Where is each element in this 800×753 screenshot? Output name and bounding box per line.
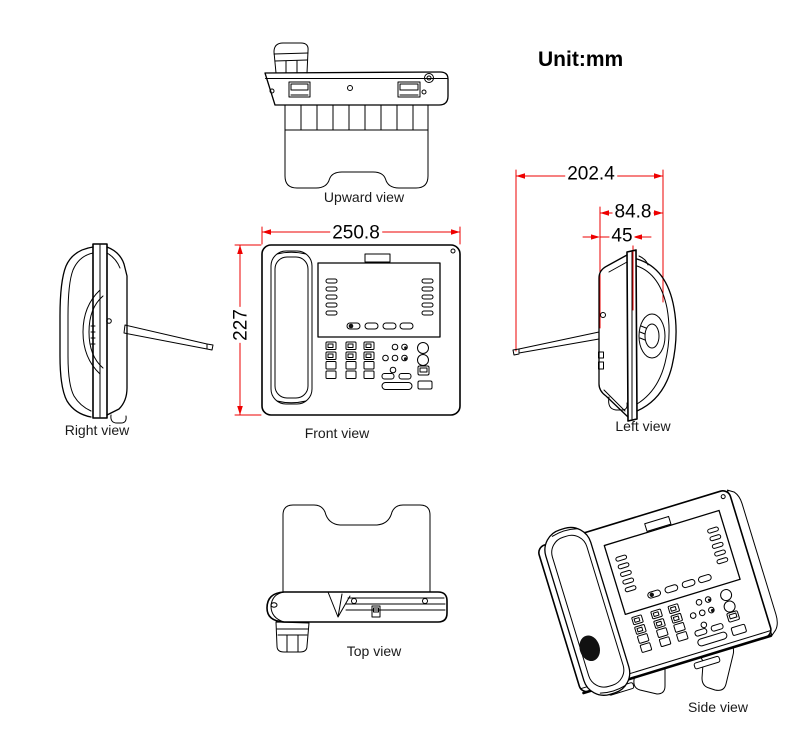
- top-view-drawing: [266, 504, 448, 653]
- front-height-value: 227: [230, 307, 252, 343]
- stand-leg: [123, 324, 214, 351]
- phone-body: [261, 244, 461, 416]
- keypad: [325, 341, 375, 379]
- side-view-drawing: [538, 489, 778, 696]
- phone-top-bar: [266, 591, 448, 623]
- body-profile: [92, 243, 128, 424]
- line-key-leds: [325, 278, 434, 316]
- phone-top-edge: [264, 71, 449, 106]
- stand-plate: [282, 504, 431, 593]
- stand-plate: [284, 129, 429, 189]
- soft-keys: [647, 574, 712, 599]
- unit-label: Unit:mm: [538, 48, 624, 71]
- keypad: [631, 603, 689, 653]
- nav-cluster: [381, 343, 413, 390]
- stand-ribs: [284, 104, 429, 131]
- function-buttons: [417, 342, 433, 390]
- stand-leg: [512, 331, 600, 356]
- left-view-drawing: [512, 169, 677, 422]
- handset: [270, 250, 313, 405]
- display: [317, 253, 441, 338]
- handset-profile: [59, 246, 104, 418]
- top-view-label: Top view: [346, 643, 402, 659]
- phone: [538, 489, 778, 696]
- body-profile: [598, 249, 638, 422]
- left-overall-value: 202.4: [565, 163, 617, 185]
- left-body-value: 84.8: [612, 201, 654, 223]
- soft-keys: [346, 322, 414, 330]
- left-front-value: 45: [609, 225, 635, 247]
- dimension-overall-202-4: [515, 169, 664, 352]
- side-view-label: Side view: [688, 699, 748, 715]
- line-key-leds: [615, 526, 729, 593]
- handset-hook: [275, 621, 310, 653]
- right-view-label: Right view: [64, 422, 130, 438]
- handset: [544, 526, 631, 696]
- front-view-drawing: [234, 226, 461, 416]
- upward-view-label: Upward view: [323, 189, 405, 205]
- right-view-drawing: [59, 243, 214, 424]
- front-view-label: Front view: [304, 425, 370, 441]
- left-view-label: Left view: [615, 418, 671, 434]
- upward-view-drawing: [264, 42, 449, 189]
- nav-cluster: [689, 596, 728, 647]
- handset-profile: [636, 255, 677, 412]
- handset-hook-knob: [273, 42, 309, 74]
- front-width-value: 250.8: [330, 222, 382, 244]
- function-buttons: [720, 589, 747, 636]
